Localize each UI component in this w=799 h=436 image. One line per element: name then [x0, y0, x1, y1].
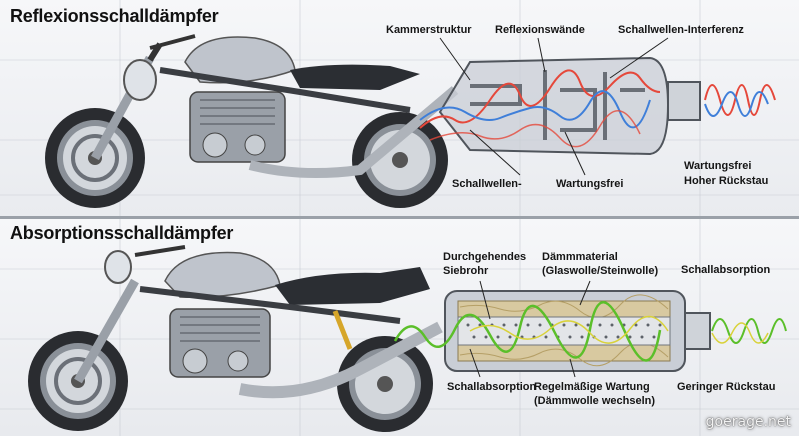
label-sound-absorption-right: Schallabsorption: [681, 264, 771, 276]
label-high-backpressure: Hoher Rückstau: [684, 175, 769, 187]
exit-sound-wave-yellow: [711, 322, 769, 344]
label-insulation-line2: (Glaswolle/Steinwolle): [542, 265, 659, 277]
rear-wheel: [352, 112, 448, 208]
headlight: [123, 59, 157, 101]
reflection-motorcycle-illustration: [45, 34, 776, 208]
panel-divider: [0, 216, 799, 219]
label-sound-waves: Schallwellen-: [452, 178, 522, 190]
engine: [189, 91, 286, 163]
exit-sound-wave-green: [711, 318, 787, 344]
label-regular-maintenance-line2: (Dämmwolle wechseln): [534, 395, 656, 407]
watermark: goerage.net: [705, 414, 791, 430]
fuel-tank: [164, 251, 281, 298]
reflection-muffler: [419, 56, 670, 156]
reflected-sound-wave-blue: [419, 90, 651, 129]
rear-shock: [332, 310, 353, 350]
reflection-muffler-title: Reflexionsschalldämpfer: [10, 6, 219, 26]
exhaust-pipe: [248, 86, 459, 179]
label-perforated-tube-line1: Durchgehendes: [443, 251, 527, 263]
label-perforated-tube-line2: Siebrohr: [443, 265, 489, 277]
front-fork: [74, 278, 139, 384]
exit-sound-wave-blue: [704, 91, 769, 117]
tail-pipe: [667, 81, 701, 121]
absorption-muffler-title: Absorptionsschalldämpfer: [10, 223, 234, 243]
label-sound-absorption-left: Schallabsorption: [447, 381, 537, 393]
engine: [169, 308, 271, 378]
tail-pipe: [684, 312, 711, 350]
headlight: [104, 250, 132, 284]
label-regular-maintenance-line1: Regelmäßige Wartung: [534, 381, 650, 393]
label-insulation-line1: Dämmmaterial: [542, 251, 618, 263]
exit-sound-wave-red: [704, 84, 776, 116]
reflected-sound-wave-red: [419, 69, 661, 129]
absorbed-sound-wave-yellow: [469, 315, 669, 344]
label-maintenance-free: Wartungsfrei: [556, 178, 624, 190]
label-chamber-structure: Kammerstruktur: [386, 24, 472, 36]
absorbed-sound-wave-green: [393, 301, 662, 362]
seat: [290, 64, 420, 90]
seat: [275, 267, 430, 305]
exhaust-pipe: [238, 321, 443, 399]
reflection-walls: [470, 70, 645, 140]
reflection-muffler-panel: Reflexionsschalldämpfer Kammerstruktur R…: [0, 0, 799, 216]
absorption-muffler-panel: Absorptionsschalldämpfer Durchgehendes S…: [0, 219, 799, 436]
label-maintenance-free-right: Wartungsfrei: [684, 160, 752, 172]
absorption-muffler: [393, 290, 686, 372]
absorption-motorcycle-illustration: [28, 245, 787, 432]
label-wave-interference: Schallwellen-Interferenz: [618, 24, 744, 36]
label-low-backpressure: Geringer Rückstau: [677, 381, 776, 393]
label-reflection-walls: Reflexionswände: [495, 24, 585, 36]
